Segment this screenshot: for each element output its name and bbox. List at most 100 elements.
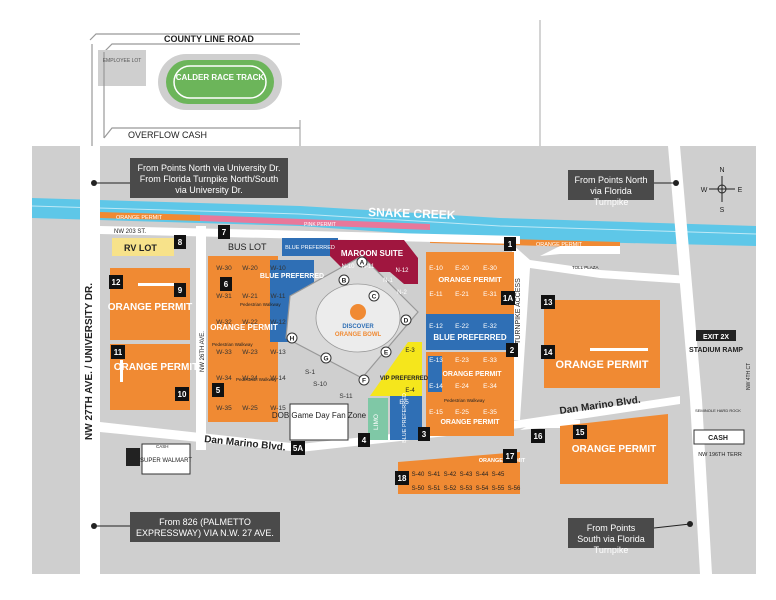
pink-permit-strip (200, 215, 430, 230)
lot-badge-15 (573, 425, 587, 439)
section-e-34: E-34 (483, 383, 497, 390)
snake-creek (32, 198, 756, 246)
lot-blue-s-title: BLUE PREFERRED (402, 393, 408, 443)
lot-badge-13 (541, 295, 555, 309)
university-drive (80, 146, 100, 574)
section-w-13: W-13 (270, 349, 286, 356)
section-w-15: W-15 (270, 405, 286, 412)
road-nw-203: NW 203 ST. (114, 229, 146, 235)
lot-6-title: ORANGE PERMIT (210, 323, 278, 332)
lot-12-orange-permit (110, 268, 190, 340)
lot-east-orange-top (426, 252, 514, 314)
lot-badge-11 (111, 345, 125, 359)
lot-badge-label-1: 1 (508, 240, 513, 249)
gate-f-label: F (362, 378, 366, 385)
turnpike-access (512, 244, 690, 420)
gate-h-marker (286, 332, 298, 344)
label-cash-right: CASH (708, 435, 728, 442)
section-s-40: S-40 (412, 472, 425, 478)
label-walkway-4: Pedestrian Walkway (444, 398, 485, 403)
lot-badge-label-11: 11 (114, 348, 123, 357)
gate-f-marker (358, 374, 370, 386)
parking-sections: W-30W-31W-32W-33W-34W-35W-20W-21W-22W-23… (216, 264, 521, 492)
gate-a-label: A (360, 260, 365, 267)
lot-badge-label-6: 6 (224, 280, 229, 289)
road-nw-26th: NW 26TH AVE. (200, 331, 206, 372)
compass-rose (709, 176, 735, 202)
section-s-50: S-50 (412, 486, 425, 492)
section-s-44: S-44 (476, 472, 489, 478)
section-e-22: E-22 (455, 323, 469, 330)
nw-26th-ave (196, 226, 206, 450)
section-w-31: W-31 (216, 293, 232, 300)
cash-booth (693, 429, 745, 445)
lot-blue-preferred-east (426, 314, 514, 350)
county-line-road-inner (103, 43, 300, 53)
lot-vip-preferred (370, 342, 422, 396)
road-university: NW 27TH AVE. / UNIVERSITY DR. (84, 283, 95, 440)
road-county-line: COUNTY LINE ROAD (164, 34, 254, 44)
label-bus-lot: BUS LOT (228, 242, 267, 252)
callout-north-university: From Points North via University Dr. Fro… (130, 158, 288, 198)
section-w-24: W-24 (242, 375, 258, 382)
section-e-5: E-5 (399, 400, 409, 406)
lot-blue-e-title: BLUE PREFERRED (433, 333, 507, 342)
section-e-33: E-33 (483, 357, 497, 364)
section-e-11: E-11 (429, 291, 443, 298)
dan-marino-blvd-west (100, 422, 300, 452)
road-nw-4th-ct: NW 4TH CT (746, 363, 752, 390)
lot-badge-label-9: 9 (178, 286, 183, 295)
section-s-11: S-11 (339, 393, 353, 400)
section-w-11: W-11 (271, 293, 286, 300)
label-fan-zone: DOB Game Day Fan Zone (272, 411, 367, 420)
compass-w: W (701, 187, 708, 194)
lot-badge-3 (418, 427, 430, 441)
section-w-10: W-10 (270, 265, 286, 272)
section-n-11: N-11 (362, 264, 375, 270)
calder-race-track (166, 60, 274, 104)
lot-e-bot-title: ORANGE PERMIT (440, 419, 500, 426)
lot-east-orange-bot (426, 398, 514, 436)
label-pink-strip: PINK PERMIT (304, 222, 336, 228)
lot-badge-7 (218, 225, 230, 239)
stadium-logo-icon (350, 304, 366, 320)
label-orange-strip-right: ORANGE PERMIT (536, 242, 583, 248)
gate-c-marker (368, 290, 380, 302)
section-n-1: N-1 (383, 278, 393, 284)
lot-badge-label-17: 17 (506, 452, 515, 461)
super-walmart (141, 443, 191, 475)
lot-badge-label-3: 3 (422, 430, 427, 439)
lot-15-title: ORANGE PERMIT (572, 444, 656, 455)
gate-e-marker (380, 346, 392, 358)
lot-limo (368, 398, 388, 440)
lot-badge-label-1a: 1A (503, 294, 513, 303)
section-w-22: W-22 (242, 319, 258, 326)
gate-g-marker (320, 352, 332, 364)
lot-badge-label-5: 5 (216, 386, 221, 395)
section-e-4: E-4 (405, 388, 415, 394)
label-calder: CALDER RACE TRACK (176, 73, 265, 82)
section-w-35: W-35 (216, 405, 232, 412)
gate-b-marker (338, 274, 350, 286)
lot-maroon-suite (330, 240, 418, 284)
section-n-12: N-12 (395, 268, 409, 274)
section-n-2: N-2 (397, 290, 407, 296)
section-e-32: E-32 (483, 323, 497, 330)
section-w-20: W-20 (242, 265, 258, 272)
lot-11-title: ORANGE PERMIT (114, 362, 198, 373)
section-n-10: N-10 (341, 264, 355, 270)
section-w-12: W-12 (270, 319, 286, 326)
section-w-34: W-34 (216, 375, 232, 382)
lot-badge-label-2: 2 (510, 346, 515, 355)
section-e-35: E-35 (483, 409, 497, 416)
compass-n: N (719, 167, 724, 174)
label-walkway-3: Pedestrian Walkway (236, 377, 277, 382)
lot-17-orange-permit (398, 452, 520, 494)
lot-12-title-1: ORANGE PERMIT (108, 302, 192, 313)
lot-badge-5a (291, 441, 305, 455)
lot-blue-preferred-south (390, 396, 422, 440)
lot-badge-label-14: 14 (544, 348, 553, 357)
section-s-43: S-43 (460, 472, 473, 478)
